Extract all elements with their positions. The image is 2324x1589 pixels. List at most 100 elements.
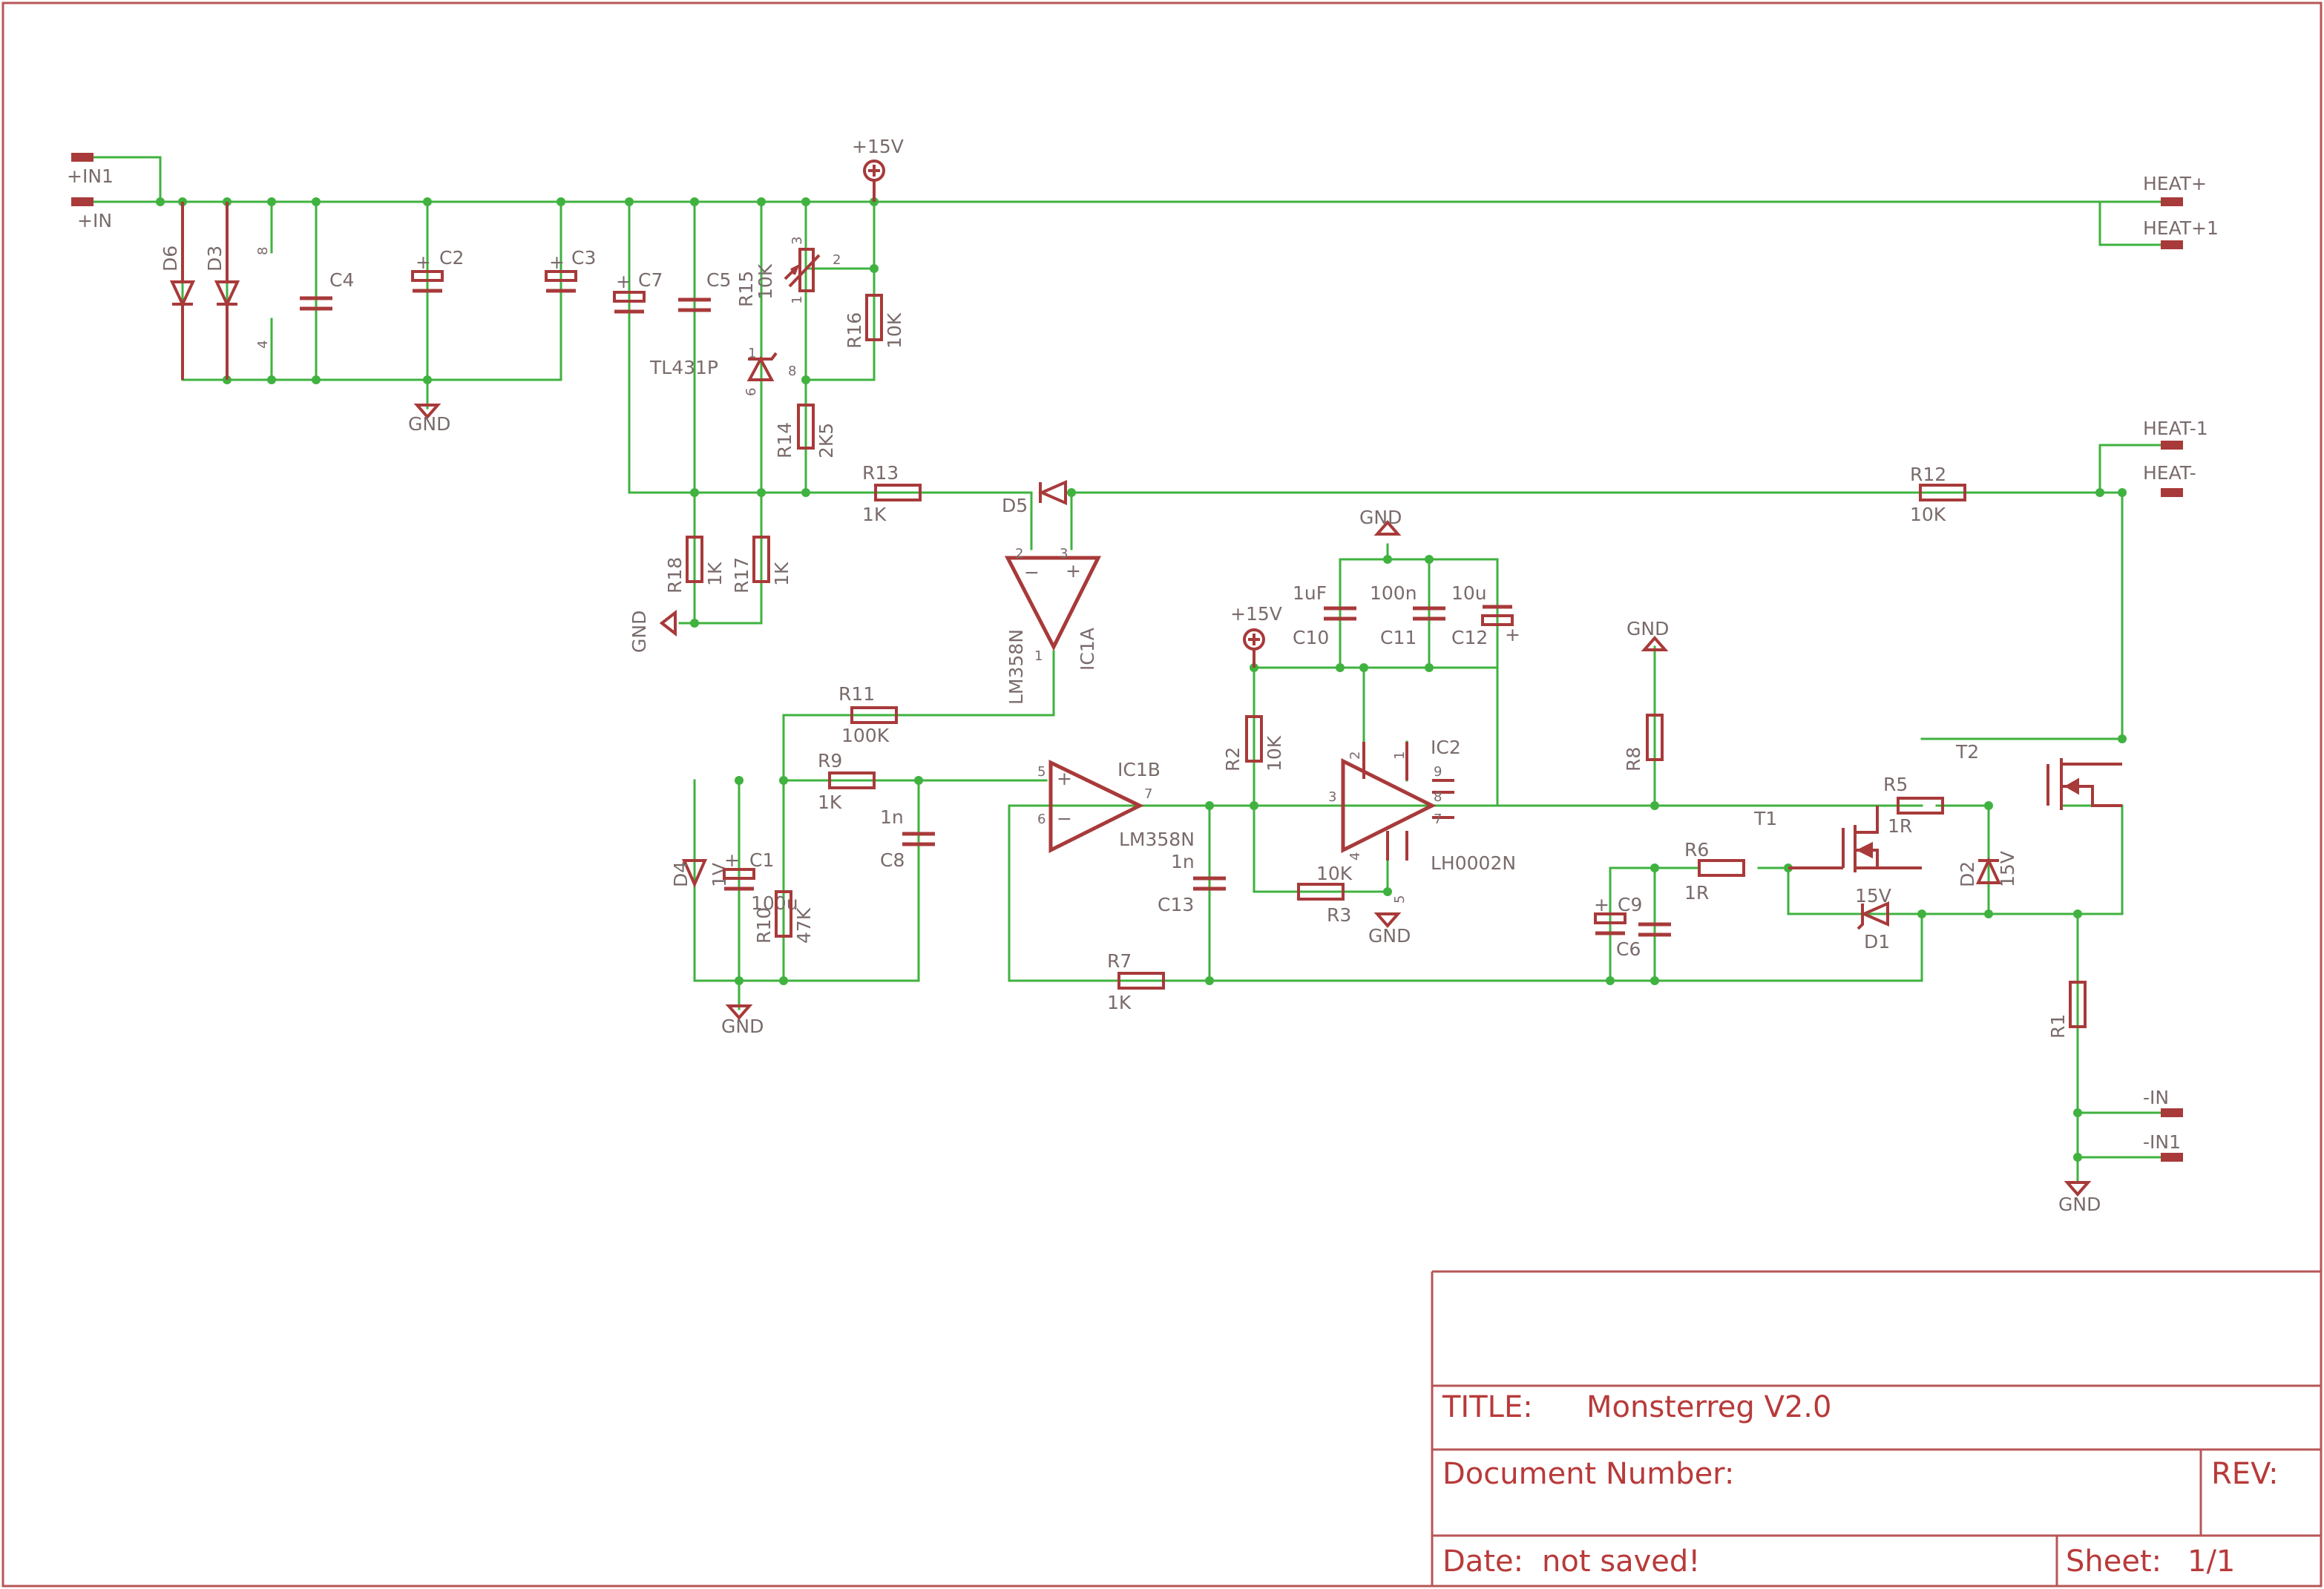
svg-text:10K: 10K xyxy=(1264,735,1285,772)
svg-text:LH0002N: LH0002N xyxy=(1431,852,1516,874)
svg-text:+15V: +15V xyxy=(852,136,904,157)
diode-d4: D4 1V xyxy=(670,859,730,888)
svg-text:D1: D1 xyxy=(1864,931,1890,953)
svg-text:7: 7 xyxy=(1144,786,1152,802)
supply-plus15v-top: +15V xyxy=(852,136,904,202)
svg-text:C12: C12 xyxy=(1451,627,1488,648)
buffer-ic2: IC2 LH0002N 3 2 1 9 8 7 4 5 xyxy=(1328,737,1516,904)
svg-text:R16: R16 xyxy=(844,312,865,349)
svg-text:−: − xyxy=(1024,562,1040,583)
svg-text:R6: R6 xyxy=(1684,839,1709,861)
svg-text:GND: GND xyxy=(1627,618,1669,639)
svg-text:2: 2 xyxy=(1348,751,1363,760)
capacitor-c11: 100n C11 xyxy=(1370,582,1445,648)
resistor-r7: R7 1K xyxy=(1107,950,1165,1013)
capacitor-c10: 1uF C10 xyxy=(1293,582,1356,648)
svg-text:C11: C11 xyxy=(1380,627,1417,648)
port-in-minus: -IN xyxy=(2143,1087,2169,1108)
svg-text:R13: R13 xyxy=(862,462,899,484)
resistor-r18: R18 1K xyxy=(664,536,726,593)
svg-text:6: 6 xyxy=(744,388,759,396)
svg-text:C13: C13 xyxy=(1158,894,1194,915)
svg-text:C10: C10 xyxy=(1293,627,1329,648)
sheet-label: Sheet: xyxy=(2066,1544,2161,1579)
svg-text:C3: C3 xyxy=(571,247,596,269)
title-label: TITLE: xyxy=(1442,1390,1533,1424)
capacitor-c6: C6 xyxy=(1616,922,1671,960)
svg-text:IC1A: IC1A xyxy=(1077,628,1098,671)
resistor-r5: R5 1R xyxy=(1883,774,1944,837)
svg-text:1R: 1R xyxy=(1684,882,1709,904)
svg-text:3: 3 xyxy=(1060,546,1068,562)
svg-text:T2: T2 xyxy=(1955,741,1979,763)
svg-text:D4: D4 xyxy=(670,861,692,887)
port-labels: +IN1 +IN HEAT+ HEAT+1 HEAT-1 HEAT- -IN -… xyxy=(67,165,2219,1153)
resistor-r6: R6 1R xyxy=(1684,839,1745,904)
opamp-ic1a: − + 2 3 1 IC1A LM358N xyxy=(1004,546,1102,705)
svg-text:1uF: 1uF xyxy=(1293,582,1327,604)
svg-text:+: + xyxy=(1066,560,1081,582)
svg-text:C7: C7 xyxy=(638,269,663,291)
capacitor-c5: C5 xyxy=(678,269,731,312)
svg-text:GND: GND xyxy=(1368,925,1411,947)
svg-text:1K: 1K xyxy=(862,504,887,525)
svg-text:8: 8 xyxy=(255,247,271,255)
svg-text:R18: R18 xyxy=(664,557,686,593)
svg-text:GND: GND xyxy=(2058,1194,2101,1215)
svg-text:1R: 1R xyxy=(1888,815,1912,837)
svg-text:C1: C1 xyxy=(749,849,774,871)
svg-text:D6: D6 xyxy=(160,246,181,272)
resistor-r10: R10 47K xyxy=(753,890,815,944)
svg-text:7: 7 xyxy=(1434,812,1442,827)
resistor-r14: R14 2K5 xyxy=(774,404,837,458)
svg-text:GND: GND xyxy=(408,413,450,435)
svg-text:R12: R12 xyxy=(1910,464,1946,485)
resistor-r1: R1 xyxy=(2047,981,2087,1039)
svg-text:1K: 1K xyxy=(1107,992,1132,1013)
date-value: not saved! xyxy=(1542,1544,1700,1579)
date-label: Date: xyxy=(1442,1544,1523,1579)
svg-text:GND: GND xyxy=(721,1016,764,1037)
shunt-regulator-tl431: TL431P 1 8 6 xyxy=(649,346,796,396)
svg-text:47K: 47K xyxy=(793,907,815,944)
document-number-label: Document Number: xyxy=(1442,1457,1734,1491)
svg-text:R5: R5 xyxy=(1883,774,1908,795)
svg-text:100n: 100n xyxy=(1370,582,1417,604)
diode-d6: D6 xyxy=(160,202,196,380)
svg-text:1K: 1K xyxy=(704,562,726,586)
port-in-plus1: +IN1 xyxy=(67,165,114,187)
resistor-r9: R9 1K xyxy=(818,750,876,813)
svg-text:1K: 1K xyxy=(771,562,792,586)
svg-text:6: 6 xyxy=(1037,812,1046,827)
resistor-r13: R13 1K xyxy=(862,462,922,525)
port-heat-plus: HEAT+ xyxy=(2143,173,2207,194)
resistor-r11: R11 100K xyxy=(838,683,898,746)
svg-text:+15V: +15V xyxy=(1230,603,1282,625)
svg-text:GND: GND xyxy=(1359,507,1402,528)
svg-text:C4: C4 xyxy=(329,269,354,291)
svg-text:D5: D5 xyxy=(1002,495,1028,516)
title-value: Monsterreg V2.0 xyxy=(1586,1390,1831,1424)
svg-text:C8: C8 xyxy=(880,849,905,871)
svg-text:1: 1 xyxy=(790,296,805,304)
sheet-value: 1/1 xyxy=(2187,1544,2235,1579)
svg-text:R1: R1 xyxy=(2047,1014,2069,1039)
mosfet-t1: T1 xyxy=(1753,806,1922,872)
resistor-r2: R2 10K xyxy=(1222,715,1285,772)
svg-text:C6: C6 xyxy=(1616,938,1641,960)
svg-text:R8: R8 xyxy=(1623,747,1644,772)
svg-text:15V: 15V xyxy=(1855,885,1891,907)
svg-text:R10: R10 xyxy=(753,907,775,944)
zener-d1: 15V D1 xyxy=(1855,885,1891,953)
svg-text:LM358N: LM358N xyxy=(1119,829,1195,850)
svg-text:LM358N: LM358N xyxy=(1005,629,1027,705)
resistor-r17: R17 1K xyxy=(731,536,792,593)
svg-text:4: 4 xyxy=(255,340,271,349)
svg-text:R3: R3 xyxy=(1327,904,1351,926)
svg-text:10K: 10K xyxy=(884,312,905,349)
resistor-r8: R8 xyxy=(1623,714,1664,772)
svg-text:10K: 10K xyxy=(1316,863,1353,884)
potentiometer-r15: R15 10K 3 1 2 xyxy=(735,237,841,307)
svg-text:8: 8 xyxy=(788,363,796,379)
mosfet-t2: T2 xyxy=(1955,741,2122,810)
